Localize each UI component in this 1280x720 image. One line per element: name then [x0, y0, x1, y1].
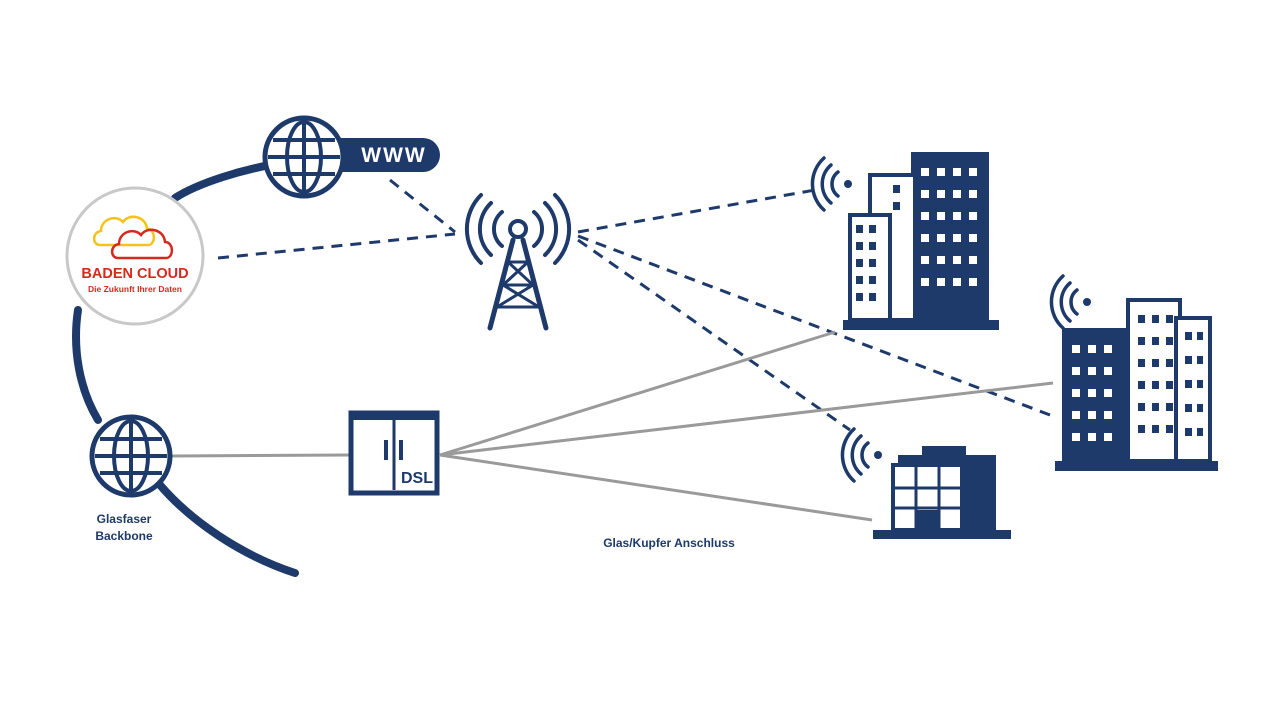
cloud-icon [92, 215, 174, 260]
link-www-tower [389, 178, 456, 234]
link-globe-dsl [171, 453, 351, 458]
wireless-links [217, 178, 1051, 432]
office-building-icon [810, 152, 999, 330]
link-dsl-building1 [439, 330, 836, 457]
wifi-signal-icon [1049, 274, 1091, 330]
www-label: WWW [361, 144, 426, 167]
www-pill: WWW [318, 138, 440, 172]
logo-name: BADEN CLOUD [81, 266, 188, 282]
wired-links [171, 330, 1054, 522]
office-building-icon [840, 427, 1011, 539]
dsl-label: DSL [401, 470, 433, 487]
link-dsl-building3 [439, 453, 873, 522]
link-tower-building1 [577, 188, 816, 234]
connection-label: Glas/Kupfer Anschluss [603, 536, 735, 550]
globe-icon [89, 414, 173, 498]
baden-cloud-logo: BADEN CLOUD Die Zukunft Ihrer Daten [65, 186, 205, 326]
fiber-backbone-arc-bottom [156, 481, 299, 577]
backbone-label-line1: Glasfaser [97, 512, 152, 526]
backbone-label-line2: Backbone [95, 529, 153, 543]
wifi-signal-icon [810, 156, 852, 212]
link-tower-building3 [577, 238, 851, 432]
dsl-cabinet-icon: DSL [348, 410, 440, 496]
link-tower-building2 [577, 234, 1051, 417]
fiber-backbone-arc-lower [72, 306, 102, 424]
wifi-signal-icon [840, 427, 882, 483]
link-dsl-building2 [439, 381, 1054, 457]
globe-icon [262, 115, 346, 199]
logo-tagline: Die Zukunft Ihrer Daten [88, 284, 182, 294]
link-cloud-tower [217, 232, 456, 260]
office-building-icon [1049, 274, 1218, 471]
radio-tower-icon [464, 193, 572, 331]
